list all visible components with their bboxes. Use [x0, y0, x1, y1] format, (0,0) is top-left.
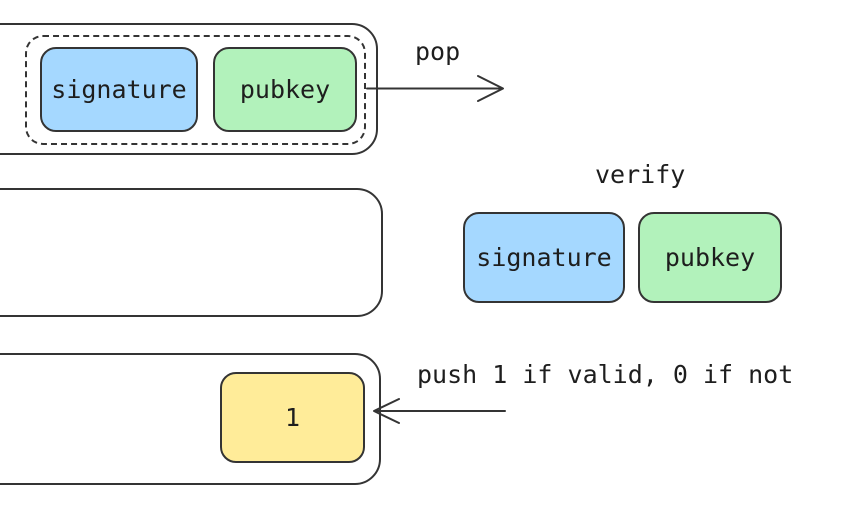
pop-arrow: [366, 75, 504, 102]
push-arrow: [373, 398, 506, 424]
result-value-label: 1: [284, 403, 301, 432]
signature-box-verify: signature: [463, 212, 625, 303]
verify-label: verify: [595, 160, 686, 189]
pubkey-box-top-label: pubkey: [239, 75, 331, 104]
result-value-box: 1: [220, 372, 365, 463]
pop-arrowhead: [477, 75, 504, 102]
signature-box-verify-label: signature: [476, 243, 612, 272]
pubkey-box-top: pubkey: [213, 47, 357, 132]
pubkey-box-verify: pubkey: [638, 212, 782, 303]
stack-middle-empty: [0, 188, 383, 317]
popped-items-dashed-group: [25, 35, 366, 145]
signature-box-top-label: signature: [51, 75, 187, 104]
signature-box-top: signature: [40, 47, 198, 132]
pubkey-box-verify-label: pubkey: [664, 243, 756, 272]
pop-label: pop: [415, 37, 461, 66]
push-label: push 1 if valid, 0 if not: [417, 360, 794, 389]
